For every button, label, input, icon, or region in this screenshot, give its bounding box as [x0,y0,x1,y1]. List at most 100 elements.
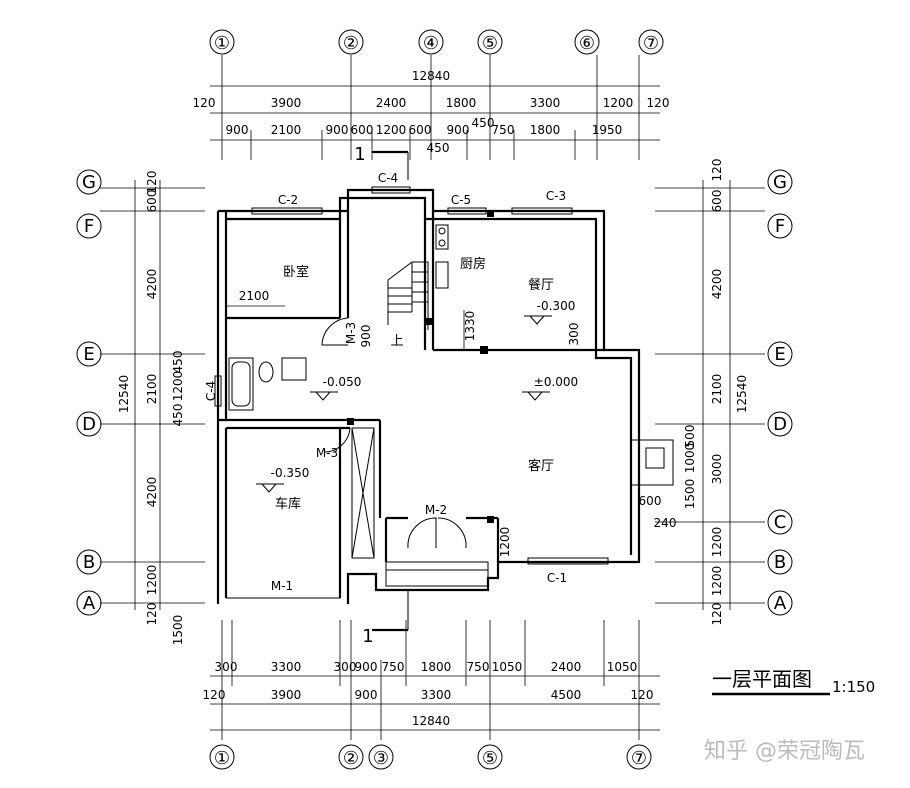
svg-text:B: B [83,552,95,573]
svg-text:1500: 1500 [683,479,697,510]
opening-labels: C-2 C-4 C-5 C-3 C-4 M-3 M-3 M-2 M-1 C-1 [204,171,567,593]
svg-text:-0.300: -0.300 [537,299,576,313]
axis-bubble-2-top: ② [338,29,364,55]
drawing-title: 一层平面图 [712,667,812,691]
svg-text:⑤: ⑤ [482,748,498,769]
svg-text:2100: 2100 [710,374,724,405]
right-dimensions: 12540 120 600 4200 2100 3000 1200 1200 1… [639,159,765,626]
entry-steps [385,561,489,587]
svg-text:600: 600 [710,190,724,213]
svg-text:3300: 3300 [421,688,452,702]
svg-text:120: 120 [710,603,724,626]
svg-text:120: 120 [145,603,159,626]
svg-text:300: 300 [567,323,581,346]
svg-text:3900: 3900 [271,96,302,110]
walls [216,188,641,604]
axis-bubble-7-bottom: ⑦ [626,744,652,770]
axis-bubble-1-bottom: ① [209,744,235,770]
axis-bubble-b-right: B [767,549,793,575]
svg-text:4200: 4200 [710,269,724,300]
svg-text:450: 450 [171,351,185,374]
bathtub [228,357,254,411]
svg-text:C-3: C-3 [546,189,566,203]
axis-bubble-a-left: A [76,590,102,616]
svg-text:1200: 1200 [498,527,512,558]
room-garage: 车库 [275,496,301,512]
svg-text:1950: 1950 [592,123,623,137]
room-living: 客厅 [528,458,554,474]
svg-text:120: 120 [647,96,670,110]
svg-text:450: 450 [472,116,495,130]
svg-text:±0.000: ±0.000 [534,375,578,389]
svg-text:C-5: C-5 [451,193,471,207]
svg-text:1200: 1200 [603,96,634,110]
window-c2 [251,207,323,215]
svg-text:E: E [83,344,94,365]
svg-text:1800: 1800 [446,96,477,110]
svg-text:500: 500 [683,425,697,448]
axis-bubble-f-left: F [76,213,102,239]
svg-text:600: 600 [351,123,374,137]
svg-text:1: 1 [354,144,365,165]
svg-text:⑥: ⑥ [579,33,595,54]
svg-text:2400: 2400 [551,660,582,674]
doors [226,317,489,599]
axis-bubble-4-top: ④ [418,29,444,55]
svg-text:D: D [773,414,787,435]
svg-text:750: 750 [492,123,515,137]
axis-bubble-6-top: ⑥ [574,29,600,55]
svg-text:⑦: ⑦ [643,33,659,54]
axis-bubble-1-top: ① [209,29,235,55]
window-c3 [511,207,573,215]
window-c4-top [371,186,411,194]
svg-text:450: 450 [171,404,185,427]
axis-bubble-a-right: A [767,590,793,616]
svg-text:240: 240 [654,516,677,530]
svg-text:1800: 1800 [530,123,561,137]
room-labels: 卧室 厨房 餐厅 客厅 车库 [275,256,554,512]
svg-text:A: A [83,593,96,614]
room-bedroom: 卧室 [283,264,309,280]
svg-text:3300: 3300 [271,660,302,674]
svg-text:1200: 1200 [145,565,159,596]
svg-text:A: A [774,593,787,614]
svg-text:450: 450 [427,141,450,155]
svg-text:900: 900 [359,325,373,348]
axis-bubble-7-top: ⑦ [638,29,664,55]
svg-text:2400: 2400 [376,96,407,110]
svg-text:B: B [774,552,786,573]
axis-bubble-g-right: G [767,169,793,195]
svg-text:900: 900 [355,660,378,674]
bathroom-fixtures [228,357,307,411]
toilet [258,361,274,383]
svg-text:M-1: M-1 [271,579,293,593]
axis-bubble-d-right: D [767,411,793,437]
svg-text:C-2: C-2 [278,193,298,207]
svg-text:120: 120 [631,688,654,702]
window-c1 [527,557,609,565]
axis-bubble-e-right: E [767,341,793,367]
svg-text:120: 120 [193,96,216,110]
room-dining: 餐厅 [528,277,554,293]
top-dimensions: 12840 120 3900 2400 1800 3300 1200 120 9… [193,55,670,160]
axis-bubble-5-top: ⑤ [477,29,503,55]
svg-text:M-2: M-2 [425,503,447,517]
svg-text:3300: 3300 [530,96,561,110]
axis-bubbles-bottom: ① ② ③ ⑤ ⑦ [209,744,652,770]
staircase: 上 [387,261,429,349]
axis-bubble-d-left: D [76,411,102,437]
svg-text:12540: 12540 [735,375,749,413]
drawing-title-block: 一层平面图 1:150 [712,667,875,696]
svg-text:②: ② [343,33,359,54]
room-kitchen: 厨房 [460,256,486,272]
sink [435,261,449,289]
kitchen-fixtures [435,224,449,289]
svg-text:F: F [775,216,785,237]
svg-text:120: 120 [203,688,226,702]
garage-side-stair [351,427,375,559]
svg-text:E: E [774,344,785,365]
svg-text:600: 600 [639,494,662,508]
svg-text:4500: 4500 [551,688,582,702]
axis-bubbles-right: G F E D C B A [767,169,793,616]
